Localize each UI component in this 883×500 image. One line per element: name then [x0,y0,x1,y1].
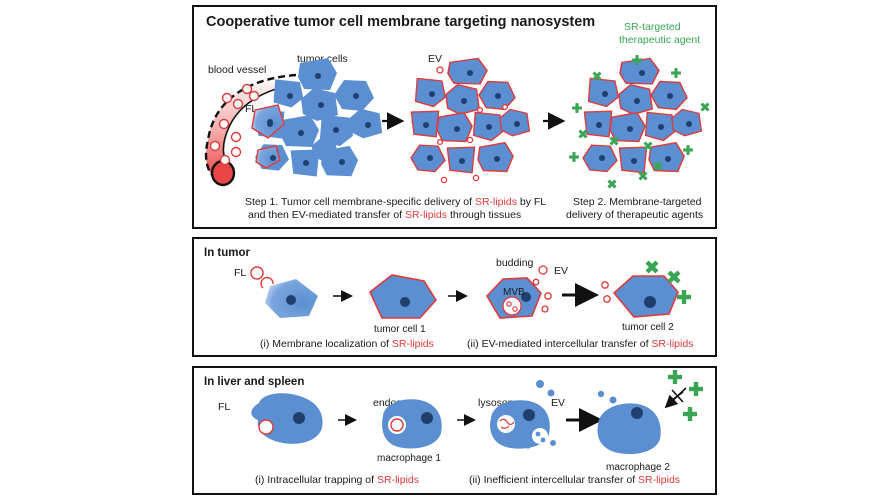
agent-label-line2: therapeutic agent [619,34,700,46]
fl-label-tumor: FL [234,267,246,279]
panel-3-caption-i: (i) Intracellular trapping of SR-lipids [255,474,419,486]
tumor-cell-fl-fused [255,145,281,169]
nucleus [523,409,535,421]
step1-caption-line2: and then EV-mediated transfer of SR-lipi… [248,209,521,221]
mvb-label: MVB [503,287,525,298]
ev-vesicles-tumor [532,265,552,313]
nucleus [400,297,410,307]
ev-label: EV [428,53,442,65]
budding-label: budding [496,257,534,269]
ev-vesicles-1 [436,66,509,184]
tumor-cell-2-label: tumor cell 2 [622,322,674,333]
mvb [502,296,522,316]
tumor-cell-nuclei-3 [596,70,692,164]
step1-caption-line1: Step 1. Tumor cell membrane-specific del… [245,196,546,208]
panel-3-title: In liver and spleen [204,376,304,388]
nucleus [631,407,643,419]
liposome-engulfed [258,419,274,435]
blood-vessel-label: blood vessel [208,64,266,76]
panel-1-title: Cooperative tumor cell membrane targetin… [206,14,595,30]
ev-vesicles-liver-2 [597,390,617,404]
degraded-lipids [499,418,515,429]
step2-caption-line1: Step 2. Membrane-targeted [573,196,702,208]
fl-label-liver: FL [218,401,230,413]
macrophage-2-label: macrophage 2 [606,462,670,473]
mvb-liver [532,428,548,444]
ev-label-liver: EV [551,397,565,409]
step2-caption-line2: delivery of therapeutic agents [566,209,703,221]
ev-vesicles-transfer [601,281,611,303]
macrophage-2 [597,403,661,455]
tumor-cell-nuclei-2 [423,70,520,164]
nucleus [286,295,296,305]
panel-2-caption-ii: (ii) EV-mediated intercellular transfer … [467,338,693,350]
tumor-cell-1 [369,274,437,319]
liposomes-in-vessel [209,83,260,166]
liposome-in-endosome [390,418,404,432]
panel-2-title: In tumor [204,247,251,259]
tumor-cell-2 [612,275,679,318]
blocked-arrow [664,387,687,409]
liposome-fusing [260,276,274,289]
mvb-vesicles [506,301,518,312]
ev-vesicles-liver [525,380,556,449]
tumor-cell-nuclei-1 [267,73,371,166]
agent-label-line1: SR-targeted [624,21,681,33]
liposome [250,266,264,280]
panel-2-caption-i: (i) Membrane localization of SR-lipids [260,338,434,350]
macrophage-1 [382,399,442,449]
nucleus [644,296,656,308]
nucleus [293,412,305,424]
ev-label-tumor: EV [554,265,568,277]
panel-3-caption-ii: (ii) Inefficient intercellular transfer … [469,474,680,486]
macrophage-1-label: macrophage 1 [377,453,441,464]
tumor-cell-1-label: tumor cell 1 [374,324,426,335]
nucleus [521,292,531,302]
nucleus [421,412,433,424]
